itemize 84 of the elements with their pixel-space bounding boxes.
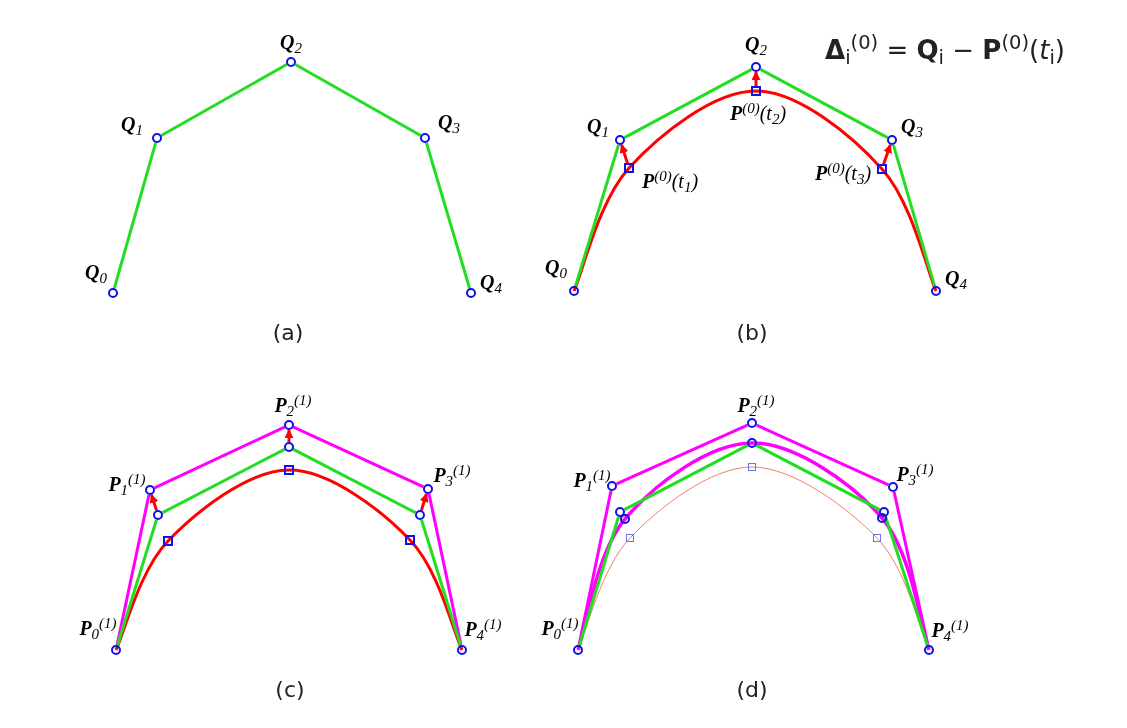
panel-label: (a): [272, 322, 304, 344]
control-point: [415, 510, 425, 520]
control-point: [420, 133, 430, 143]
panel-label: (b): [736, 322, 768, 344]
polygon-segment: [892, 491, 930, 646]
control-point: [284, 442, 294, 452]
polygon-segment: [160, 63, 288, 137]
curve-sample-point: [163, 536, 173, 546]
polygon-segment: [112, 142, 158, 289]
panel-label: (c): [275, 679, 305, 701]
point-label: Q$_{4}$: [945, 268, 967, 288]
point-label: Q$_{1}$: [121, 114, 143, 134]
control-point: [153, 510, 163, 520]
point-label: Q$_{0}$: [545, 257, 567, 277]
control-point: [747, 438, 757, 448]
displacement-arrow: [751, 71, 761, 86]
polygon-segment: [755, 444, 881, 511]
polygon-segment: [115, 494, 151, 646]
point-label: Q$_{3}$: [901, 116, 923, 136]
curve-sample-point: [748, 463, 756, 471]
control-point: [888, 482, 898, 492]
point-label: Q$_{3}$: [438, 112, 460, 132]
point-label: Q$_{2}$: [745, 34, 767, 54]
point-label: P$^{(0)}$(t$_{1}$): [641, 171, 699, 191]
control-point: [747, 418, 757, 428]
polygon-segment: [574, 144, 620, 287]
polygon-segment: [891, 144, 937, 287]
point-label: Q$_{1}$: [587, 116, 609, 136]
control-point: [569, 286, 579, 296]
point-label: P$^{(0)}$(t$_{2}$): [729, 103, 787, 123]
polygon-segment: [623, 444, 749, 511]
control-point: [466, 288, 476, 298]
polygon-segment: [420, 519, 462, 646]
control-point: [879, 507, 889, 517]
curve-sample-point: [873, 534, 881, 542]
control-point: [924, 645, 934, 655]
control-point: [284, 420, 294, 430]
control-point: [931, 286, 941, 296]
polygon-segment: [759, 68, 889, 139]
curve-sample-point: [284, 465, 294, 475]
control-point: [573, 645, 583, 655]
curve-sample-point: [624, 163, 634, 173]
point-label: Q$_{0}$: [85, 262, 107, 282]
polygon-segment: [153, 425, 286, 490]
control-point: [607, 481, 617, 491]
displacement-arrow: [284, 429, 294, 442]
control-point: [108, 288, 118, 298]
control-point: [620, 514, 630, 524]
control-point: [111, 645, 121, 655]
polygon-segment: [578, 516, 620, 646]
control-point: [887, 135, 897, 145]
control-point: [615, 507, 625, 517]
curve-sample-point: [751, 86, 761, 96]
curve-sample-point: [405, 535, 415, 545]
control-point: [877, 513, 887, 523]
point-label: Q$_{2}$: [280, 32, 302, 52]
polygon-segment: [425, 142, 471, 289]
polygon-segment: [623, 68, 753, 139]
point-label: Q$_{4}$: [480, 272, 502, 292]
control-point: [615, 135, 625, 145]
polygon-segment: [755, 423, 890, 487]
displacement-arrow: [419, 492, 429, 511]
control-point: [145, 485, 155, 495]
displacement-arrow: [619, 143, 629, 164]
displacement-arrow: [149, 493, 159, 511]
curve-sample-point: [626, 534, 634, 542]
polygon-segment: [884, 516, 929, 646]
control-point: [423, 484, 433, 494]
control-point: [152, 133, 162, 143]
control-point: [751, 62, 761, 72]
point-label: P$^{(0)}$(t$_{3}$): [814, 163, 872, 183]
polygon-segment: [161, 447, 286, 515]
displacement-arrow: [882, 143, 892, 165]
polygon-segment: [615, 423, 749, 486]
polygon-segment: [294, 63, 422, 137]
polygon-segment: [292, 447, 417, 515]
polygon-segment: [427, 493, 463, 646]
control-point: [286, 57, 296, 67]
curve-sample-point: [877, 164, 887, 174]
panel-label: (d): [736, 679, 768, 701]
polygon-segment: [116, 519, 158, 646]
polygon-segment: [577, 490, 613, 646]
polygon-segment: [292, 425, 425, 489]
control-point: [457, 645, 467, 655]
